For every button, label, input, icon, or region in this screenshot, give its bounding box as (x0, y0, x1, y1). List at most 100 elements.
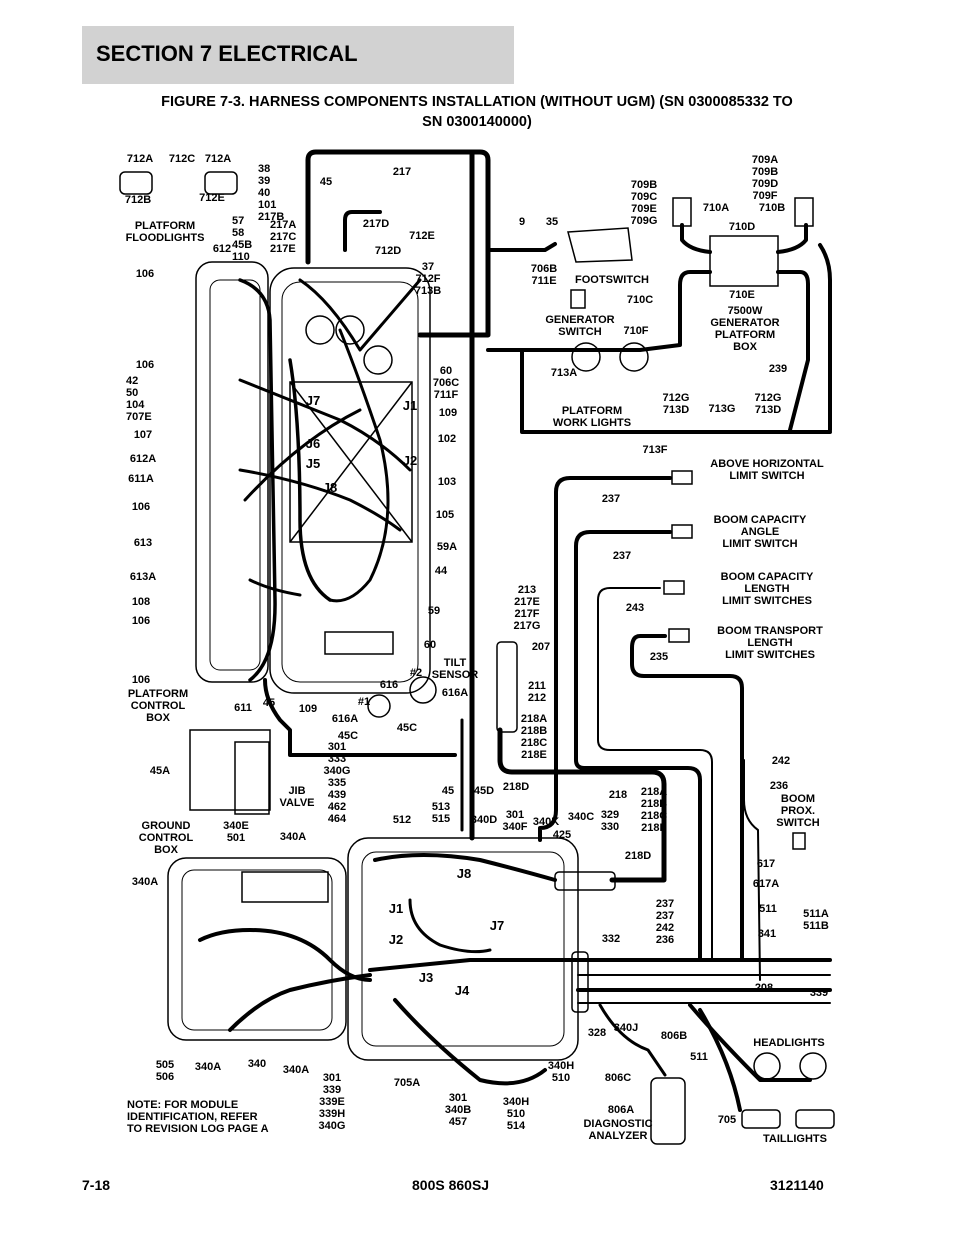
callout-label: 242 (656, 922, 674, 934)
ground-control-module-outline (347, 837, 579, 1061)
callout-label: 42 (126, 375, 138, 387)
tilt-sensor-1 (367, 694, 391, 718)
callout-label: 45 (263, 697, 275, 709)
floodlight-right (204, 171, 238, 195)
callout-label: 340F (502, 821, 527, 833)
callout-label: 339H (319, 1108, 345, 1120)
callout-label: 217D (363, 218, 389, 230)
callout-label: 207 (532, 641, 550, 653)
callout-label: BOOM CAPACITY (714, 514, 807, 526)
harness-platform-h (298, 278, 422, 352)
callout-label: 218C (521, 737, 547, 749)
callout-label: 713G (709, 403, 736, 415)
ground-terminal-strip (241, 871, 329, 903)
callout-label: 340B (445, 1104, 471, 1116)
connector-ground (554, 871, 616, 891)
callout-label: 218D (503, 781, 529, 793)
harness-diagnostic (598, 1003, 667, 1077)
callout-label: BOOM (781, 793, 815, 805)
callout-label: CONTROL (131, 700, 186, 712)
callout-label: J3 (419, 970, 433, 985)
callout-label: 106 (132, 501, 150, 513)
callout-label: J1 (389, 901, 403, 916)
callout-label: 45 (320, 176, 332, 188)
callout-label: SENSOR (432, 669, 479, 681)
ground-control-box-outline (167, 857, 347, 1041)
callout-label: 339E (319, 1096, 345, 1108)
callout-label: 705 (718, 1114, 736, 1126)
harness-ground-d (373, 853, 557, 882)
callout-label: 709B (752, 166, 778, 178)
callout-label: 340E (223, 820, 249, 832)
callout-label: 709F (752, 190, 777, 202)
wiring (198, 149, 832, 1112)
harness-boom-2 (574, 530, 702, 962)
callout-label: 37 (422, 261, 434, 273)
callout-label: 713D (755, 404, 781, 416)
callout-label: WORK LIGHTS (553, 417, 631, 429)
callout-label: 705A (394, 1077, 420, 1089)
callout-label: #2 (410, 667, 422, 679)
callout-label: FOOTSWITCH (575, 274, 649, 286)
callout-label: 713D (663, 404, 689, 416)
callout-label: 109 (299, 703, 317, 715)
callout-label: 301 (328, 741, 346, 753)
jib-valve-block (234, 741, 270, 815)
document-number: 3121140 (770, 1177, 824, 1193)
callout-label: 464 (328, 813, 347, 825)
callout-label: 706B (531, 263, 557, 275)
callout-label: LIMIT SWITCHES (722, 595, 812, 607)
harness-ground-b (228, 973, 372, 1032)
callout-label: 806A (608, 1104, 634, 1116)
harness-ground-e (393, 998, 547, 1086)
callout-label: LENGTH (744, 583, 789, 595)
switch-709-right (794, 197, 814, 227)
callout-label: 617 (757, 858, 775, 870)
console-knob-2 (335, 315, 365, 345)
callout-label: 340A (283, 1064, 309, 1076)
headlight-left (753, 1052, 781, 1080)
callout-label: 45A (150, 765, 170, 777)
callout-label: 712A (127, 153, 153, 165)
callout-label: 39 (258, 175, 270, 187)
callout-label: 613A (130, 571, 156, 583)
callout-label: 712E (199, 192, 225, 204)
callout-label: 212 (528, 692, 546, 704)
callout-label: 506 (156, 1071, 174, 1083)
callout-label: 617A (753, 878, 779, 890)
ground-control-module-inner (361, 851, 565, 1047)
callout-label: 101 (258, 199, 276, 211)
callout-label: 217E (270, 243, 296, 255)
callout-label: 218D (625, 850, 651, 862)
callout-label: J2 (403, 453, 417, 468)
callout-label: 109 (439, 407, 457, 419)
callout-label: 237 (613, 550, 631, 562)
taillight-left (741, 1109, 781, 1129)
callout-label: 236 (770, 780, 788, 792)
callout-label: CONTROL (139, 832, 194, 844)
callout-label: 712C (169, 153, 195, 165)
callout-label: 59A (437, 541, 457, 553)
generator-box (709, 235, 779, 287)
callout-label: 710A (703, 202, 729, 214)
work-light-right (619, 342, 649, 372)
callout-label: 340J (614, 1022, 638, 1034)
callout-label: J1 (403, 398, 417, 413)
callout-label: LIMIT SWITCH (722, 538, 797, 550)
callout-label: HEADLIGHTS (753, 1037, 825, 1049)
harness-710-b (776, 223, 808, 254)
limit-switch-3 (663, 580, 685, 595)
callout-label: 106 (136, 268, 154, 280)
headlight-right (799, 1052, 827, 1080)
callout-label: 217A (270, 219, 296, 231)
connector-ground-2 (571, 951, 589, 1013)
callout-label: BOX (154, 844, 179, 856)
callout-label: J6 (306, 436, 320, 451)
callout-label: 45B (232, 239, 252, 251)
callout-label: NOTE: FOR MODULE (127, 1099, 238, 1111)
callout-label: DIAGNOSTIC (583, 1118, 652, 1130)
callout-label: 706C (433, 377, 459, 389)
callout-label: 340H (503, 1096, 529, 1108)
callout-label: 211 (528, 680, 546, 692)
